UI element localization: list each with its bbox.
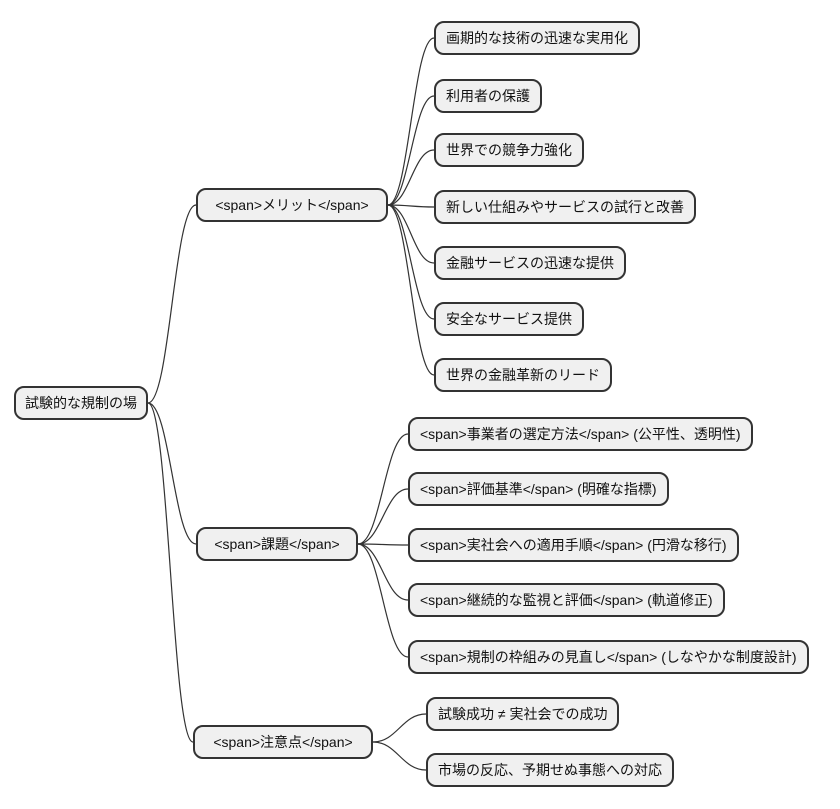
edge-merit-5 [387, 204, 435, 264]
edge-merit-7 [387, 204, 435, 376]
leaf-node-merit-7: 世界の金融革新のリード [434, 358, 612, 392]
edge-issue-5 [357, 543, 409, 658]
root-node: 試験的な規制の場 [14, 386, 148, 420]
edge-issue-1 [357, 433, 409, 545]
edge-merit-1 [387, 37, 435, 206]
leaf-node-caution-2: 市場の反応、予期せぬ事態への対応 [426, 753, 674, 787]
edge-issue-4 [357, 543, 409, 601]
leaf-node-issue-1: <span>事業者の選定方法</span> (公平性、透明性) [408, 417, 753, 451]
leaf-node-merit-2: 利用者の保護 [434, 79, 542, 113]
leaf-node-merit-3: 世界での競争力強化 [434, 133, 584, 167]
branch-node-issues: <span>課題</span> [196, 527, 358, 561]
edge-issue-2 [357, 488, 409, 545]
edge-merit-4 [387, 204, 435, 208]
leaf-node-issue-4: <span>継続的な監視と評価</span> (軌道修正) [408, 583, 725, 617]
edge-root-issues [147, 402, 197, 545]
branch-node-merits: <span>メリット</span> [196, 188, 388, 222]
edge-caution-1 [372, 713, 427, 743]
leaf-node-issue-5: <span>規制の枠組みの見直し</span> (しなやかな制度設計) [408, 640, 809, 674]
edge-merit-2 [387, 95, 435, 206]
leaf-node-issue-2: <span>評価基準</span> (明確な指標) [408, 472, 669, 506]
edge-root-cautions [147, 402, 194, 743]
leaf-node-merit-1: 画期的な技術の迅速な実用化 [434, 21, 640, 55]
edge-root-merits [147, 204, 197, 404]
edge-merit-6 [387, 204, 435, 320]
leaf-node-issue-3: <span>実社会への適用手順</span> (円滑な移行) [408, 528, 739, 562]
branch-node-cautions: <span>注意点</span> [193, 725, 373, 759]
edge-merit-3 [387, 149, 435, 206]
leaf-node-merit-6: 安全なサービス提供 [434, 302, 584, 336]
edge-issue-3 [357, 543, 409, 546]
leaf-node-merit-4: 新しい仕組みやサービスの試行と改善 [434, 190, 696, 224]
leaf-node-merit-5: 金融サービスの迅速な提供 [434, 246, 626, 280]
edge-caution-2 [372, 741, 427, 771]
leaf-node-caution-1: 試験成功 ≠ 実社会での成功 [426, 697, 620, 731]
